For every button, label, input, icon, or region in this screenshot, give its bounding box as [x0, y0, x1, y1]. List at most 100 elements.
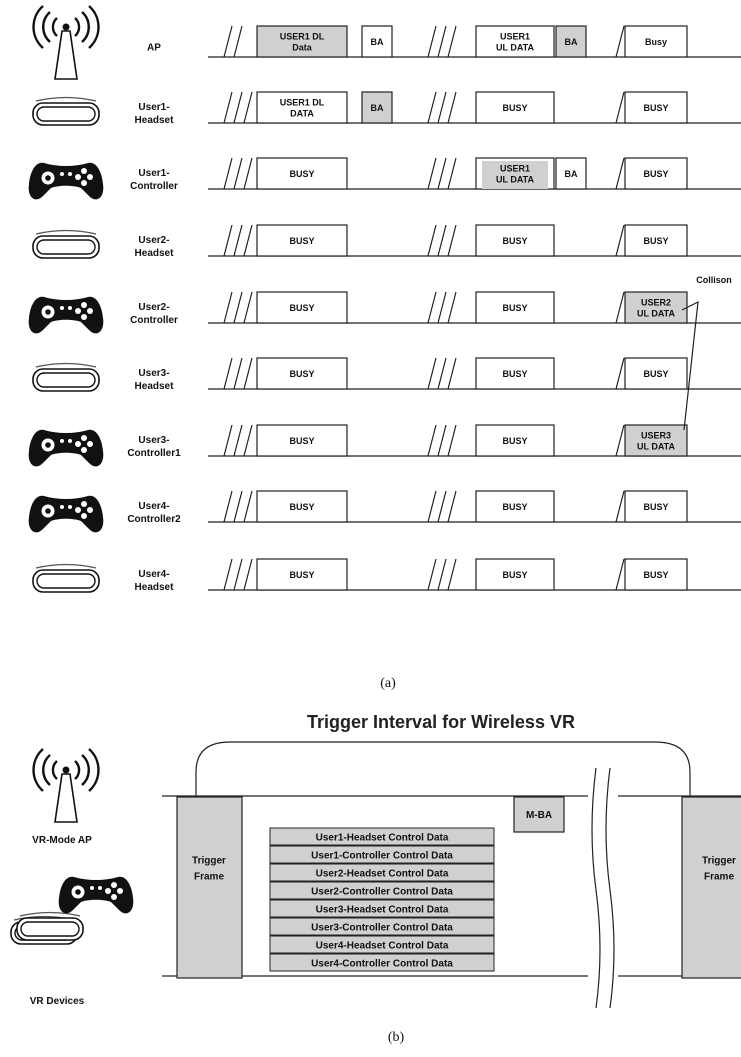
control-data-label: User4-Controller Control Data	[311, 959, 453, 970]
game-controller-icon	[28, 296, 104, 334]
backoff-slash	[427, 357, 437, 390]
frame-3-label: Busy	[645, 37, 667, 47]
backoff-slash	[615, 25, 625, 58]
row-label: Controller	[130, 315, 178, 326]
timeline-row: User4- Headset BUSY BUSY BUSY	[32, 558, 741, 593]
backoff-slash	[223, 25, 233, 58]
control-data-label: User3-Controller Control Data	[311, 923, 453, 934]
backoff-slash	[615, 357, 625, 390]
frame-1-label: USER1 DL	[280, 32, 325, 42]
vr-headset-icon	[32, 563, 100, 593]
backoff-slash	[243, 224, 253, 257]
frame-1	[256, 157, 348, 190]
row-label: User2-	[138, 235, 169, 246]
frame-3-label: USER2	[641, 298, 671, 308]
diagram-title: Trigger Interval for Wireless VR	[307, 712, 575, 732]
frame-2	[475, 490, 555, 523]
frame-3-label: BUSY	[643, 570, 668, 580]
frame-2-label: BUSY	[502, 570, 527, 580]
backoff-slash	[447, 490, 457, 523]
frame-3-label: BUSY	[643, 502, 668, 512]
frame-1	[256, 224, 348, 257]
row-label: User4-	[138, 569, 169, 580]
backoff-slash	[223, 91, 233, 124]
backoff-slash	[447, 357, 457, 390]
row-label: User1-	[138, 168, 169, 179]
backoff-slash	[437, 424, 447, 457]
backoff-slash	[233, 91, 243, 124]
backoff-slash	[233, 558, 243, 591]
break-line	[591, 767, 601, 1009]
frame-1-label: BUSY	[289, 369, 314, 379]
frame-1-label: BUSY	[289, 236, 314, 246]
control-data-block	[269, 917, 495, 936]
row-label: Headset	[135, 115, 175, 126]
frame-2-label: BUSY	[502, 502, 527, 512]
backoff-slash	[437, 490, 447, 523]
backoff-slash	[427, 224, 437, 257]
block-ack-1-label: BA	[371, 37, 384, 47]
backoff-slash	[233, 224, 243, 257]
backoff-slash	[615, 558, 625, 591]
backoff-slash	[243, 357, 253, 390]
ap-label: VR-Mode AP	[32, 835, 92, 846]
backoff-slash	[615, 224, 625, 257]
frame-2-fill	[482, 161, 548, 189]
backoff-slash	[233, 424, 243, 457]
row-label: User3-	[138, 435, 169, 446]
frame-1-label: BUSY	[289, 436, 314, 446]
frame-3	[624, 357, 688, 390]
trigger-interval-diagram-b: Trigger Interval for Wireless VR VR-Mode …	[10, 712, 741, 1045]
trigger-frame-label: Trigger	[702, 856, 736, 867]
frame-3	[624, 558, 688, 591]
frame-2-label: UL DATA	[496, 43, 534, 53]
backoff-slash	[223, 357, 233, 390]
frame-1	[256, 291, 348, 324]
row-label: User4-	[138, 501, 169, 512]
control-data-block	[269, 899, 495, 918]
backoff-slash	[427, 91, 437, 124]
backoff-slash	[447, 424, 457, 457]
antenna-icon	[32, 747, 100, 824]
row-label: Headset	[135, 248, 175, 259]
control-data-block	[269, 881, 495, 900]
control-data-label: User2-Controller Control Data	[311, 887, 453, 898]
block-ack-1	[361, 91, 393, 124]
frame-2	[475, 224, 555, 257]
frame-1	[256, 424, 348, 457]
block-ack-2	[555, 25, 587, 58]
vr-headset-icon	[32, 229, 100, 259]
backoff-slash	[447, 25, 457, 58]
trigger-frame-label: Frame	[194, 872, 224, 883]
control-data-block	[269, 827, 495, 846]
control-data-label: User4-Headset Control Data	[316, 941, 449, 952]
backoff-slash	[223, 291, 233, 324]
backoff-slash	[447, 91, 457, 124]
backoff-slash	[615, 91, 625, 124]
frame-1	[256, 357, 348, 390]
row-label: Headset	[135, 582, 175, 593]
frame-3-label: BUSY	[643, 369, 668, 379]
frame-1-label: BUSY	[289, 570, 314, 580]
backoff-slash	[615, 291, 625, 324]
backoff-slash	[437, 558, 447, 591]
control-data-block	[269, 845, 495, 864]
game-controller-icon	[28, 162, 104, 200]
mba-label: M-BA	[526, 810, 552, 821]
trigger-frame-label: Frame	[704, 872, 734, 883]
backoff-slash	[447, 224, 457, 257]
backoff-slash	[223, 558, 233, 591]
game-controller-icon	[58, 876, 134, 914]
vr-headset-icon	[32, 362, 100, 392]
frame-2	[475, 91, 555, 124]
frame-2	[475, 424, 555, 457]
backoff-slash	[243, 558, 253, 591]
row-label: Headset	[135, 381, 175, 392]
